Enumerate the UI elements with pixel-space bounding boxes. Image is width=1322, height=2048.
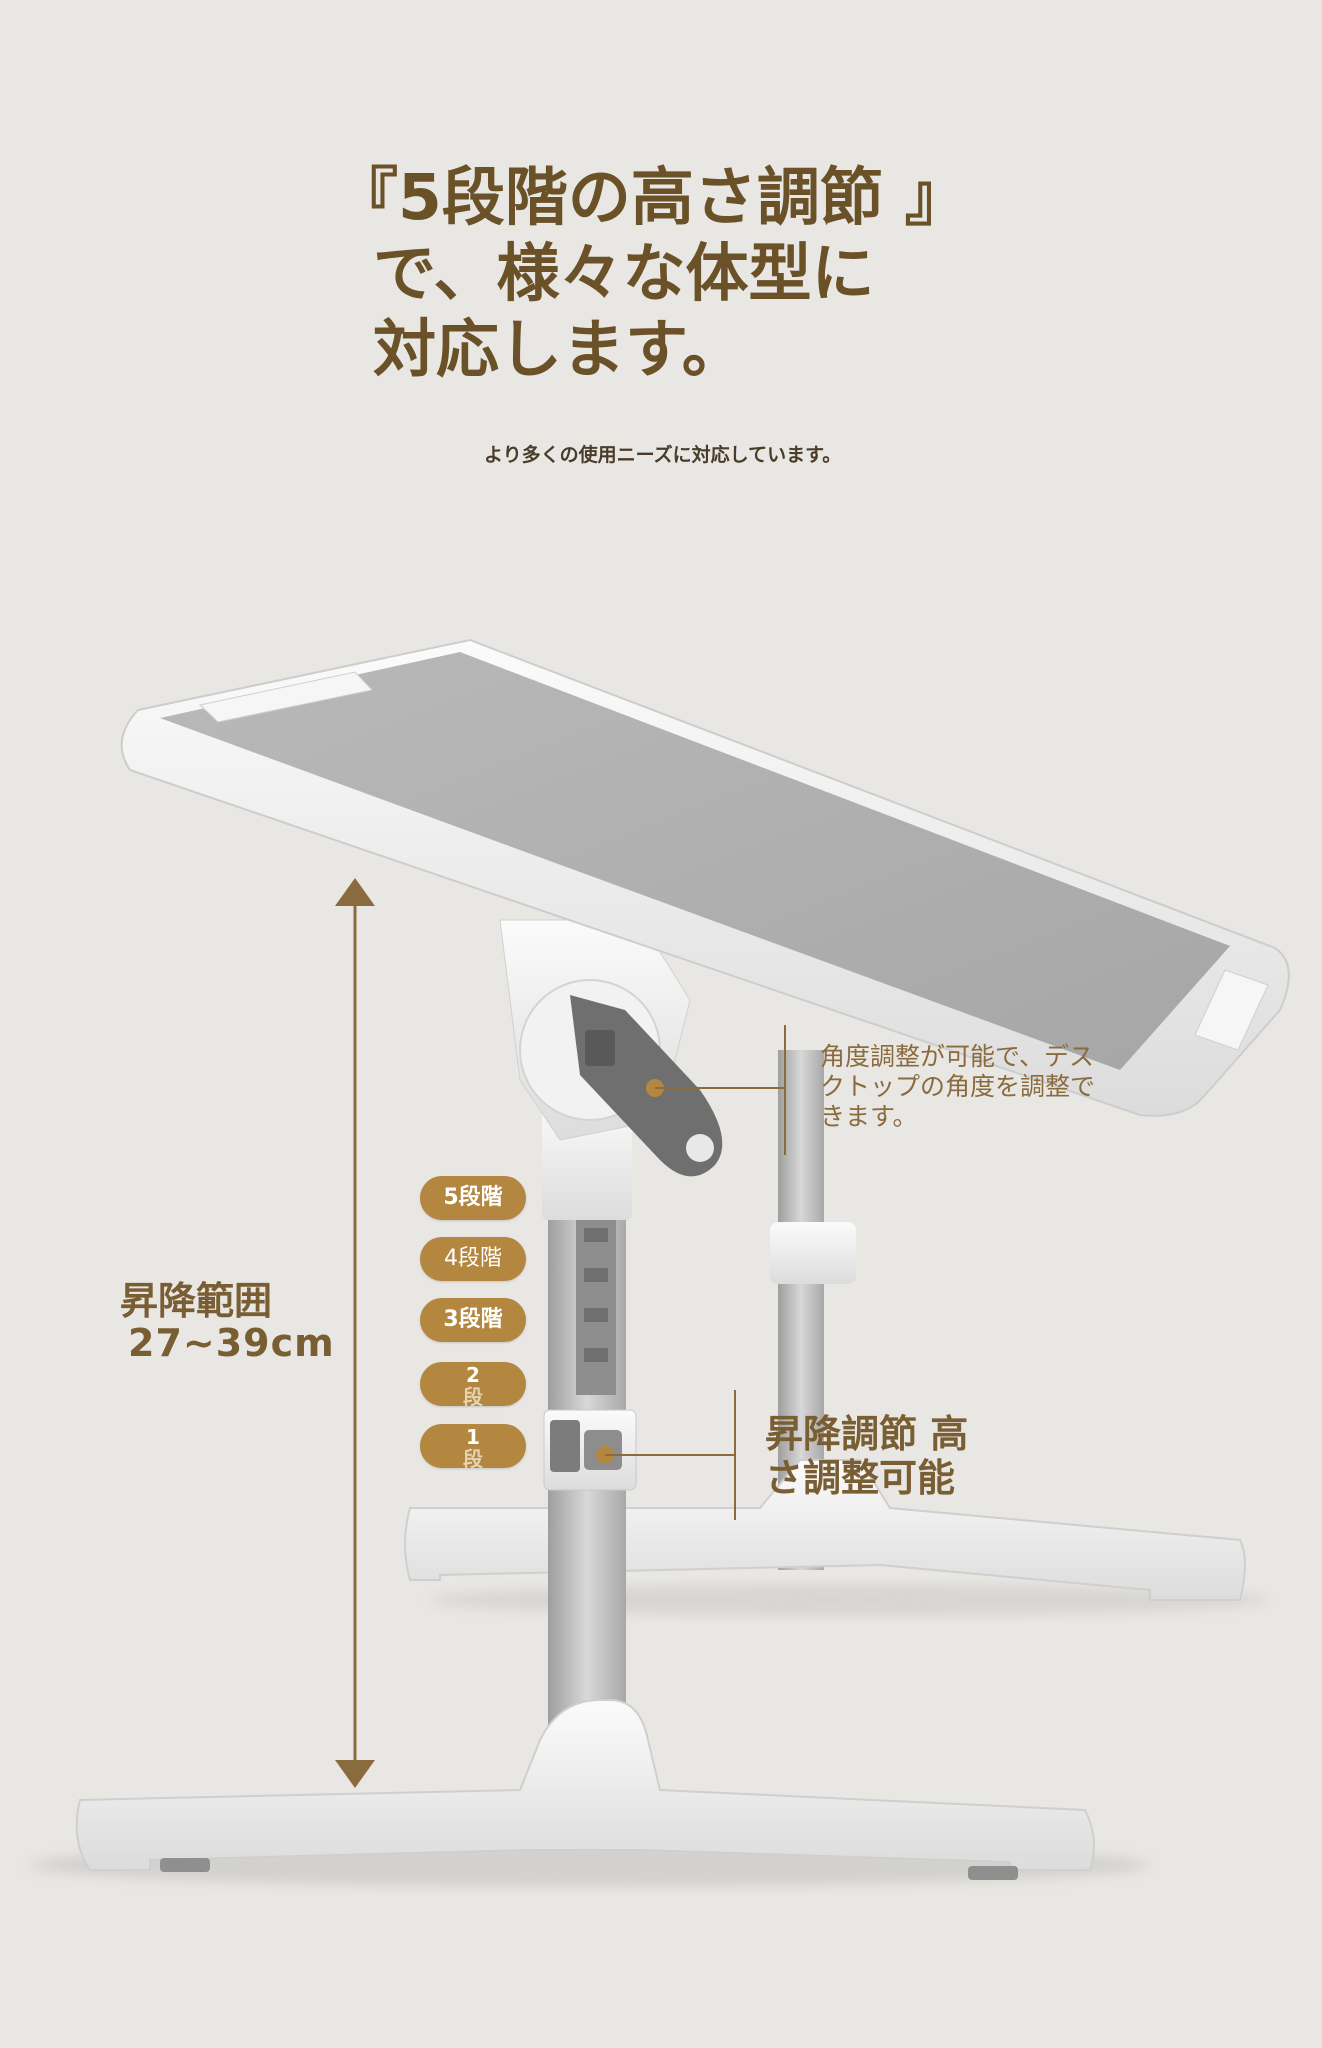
level-2-badge: 2 段	[420, 1362, 526, 1409]
height-track	[576, 1215, 616, 1395]
handle-slot-right	[1194, 969, 1269, 1051]
handle-slot-left	[198, 671, 373, 723]
front-foot-pad	[160, 1858, 210, 1872]
level-1-badge: 1 段	[420, 1424, 526, 1471]
headline-line-1: 『5段階の高さ調節 』	[335, 161, 968, 234]
headline-line-2: で、様々な体型に	[373, 237, 875, 310]
height-arrow	[335, 878, 375, 1788]
knob-hole	[686, 1134, 714, 1162]
level-5-badge: 5段階	[420, 1176, 526, 1220]
height-range-label: 昇降範囲 27~39cm	[120, 1280, 360, 1364]
headline: 『5段階の高さ調節 』 で、様々な体型に 対応します。	[335, 160, 1035, 388]
level-4-badge: 4段階	[420, 1237, 526, 1281]
headline-line-3: 対応します。	[373, 313, 745, 386]
level-2-unit: 段	[463, 1385, 483, 1409]
height-range-title: 昇降範囲	[120, 1279, 273, 1323]
level-1-unit: 段	[463, 1447, 483, 1471]
level-3-badge: 3段階	[420, 1298, 526, 1342]
height-range-value: 27~39cm	[128, 1321, 335, 1365]
front-foot-pad-right	[968, 1866, 1018, 1880]
lift-callout	[596, 1390, 736, 1520]
front-foot	[75, 1699, 1095, 1871]
level-1-number: 1	[466, 1425, 480, 1449]
lift-adjust-label: 昇降調節 高さ調整可能	[765, 1412, 969, 1500]
level-2-number: 2	[466, 1363, 480, 1387]
tabletop-surface	[160, 652, 1230, 1070]
back-collar	[770, 1222, 856, 1284]
angle-adjust-label: 角度調整が可能で、デスクトップの角度を調整できます。	[820, 1042, 1096, 1131]
angle-callout	[646, 1025, 786, 1155]
back-shadow	[430, 1584, 1270, 1616]
knob-lock	[585, 1030, 615, 1066]
height-notches	[584, 1228, 608, 1362]
subtitle: より多くの使用ニーズに対応しています。	[484, 444, 842, 466]
lock-button	[550, 1420, 580, 1472]
